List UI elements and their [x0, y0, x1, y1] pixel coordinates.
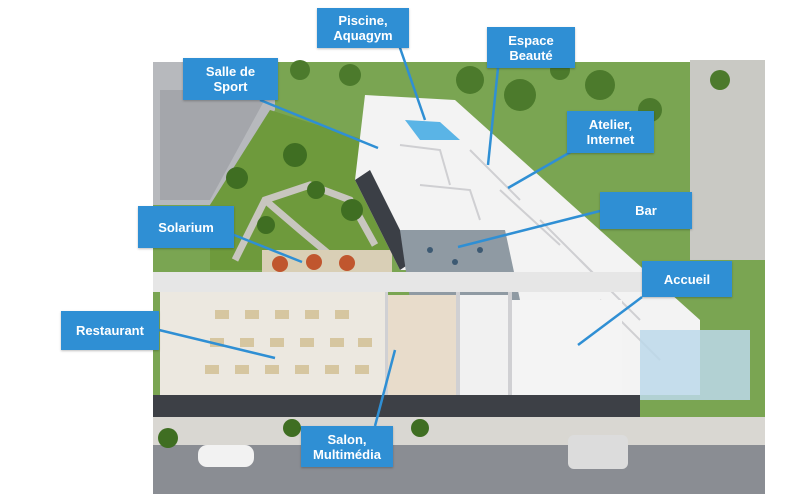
- leader-line-espace-beaute: [486, 67, 500, 166]
- label-salon: Salon, Multimédia: [301, 426, 393, 467]
- label-restaurant: Restaurant: [61, 311, 159, 350]
- label-espace-beaute: Espace Beauté: [487, 27, 575, 68]
- street-facade: [153, 395, 640, 417]
- leader-line-atelier: [507, 148, 575, 190]
- street-trees: [158, 419, 429, 448]
- label-bar: Bar: [600, 192, 692, 229]
- label-salle-sport: Salle de Sport: [183, 58, 278, 100]
- label-accueil: Accueil: [642, 261, 732, 297]
- leader-line-salle-sport: [259, 98, 379, 150]
- reception-room: [512, 300, 622, 395]
- leader-line-piscine: [397, 44, 427, 121]
- leader-line-salon: [373, 349, 397, 427]
- trees-background: [290, 60, 730, 122]
- label-solarium: Solarium: [138, 206, 234, 248]
- leader-line-accueil: [577, 296, 643, 346]
- sidewalk: [153, 417, 765, 445]
- office-room: [460, 295, 510, 395]
- pool: [405, 120, 460, 140]
- interior-walls: [385, 292, 512, 395]
- label-atelier: Atelier, Internet: [567, 111, 654, 153]
- leader-line-restaurant: [158, 328, 276, 360]
- restaurant-tables: [205, 310, 372, 374]
- solarium-terrace: [262, 250, 392, 272]
- lower-wing-roof-edge: [153, 272, 693, 292]
- leader-line-bar: [457, 209, 601, 249]
- salon-room: [388, 295, 456, 395]
- label-piscine: Piscine, Aquagym: [317, 8, 409, 48]
- parking-lot: [690, 60, 765, 260]
- dark-facade: [355, 170, 415, 270]
- glass-entrance: [640, 330, 750, 400]
- white-car: [198, 445, 254, 467]
- neighbour-building-roof: [160, 90, 270, 200]
- road: [153, 445, 765, 494]
- grey-van: [568, 435, 628, 469]
- garden-trees: [226, 143, 363, 234]
